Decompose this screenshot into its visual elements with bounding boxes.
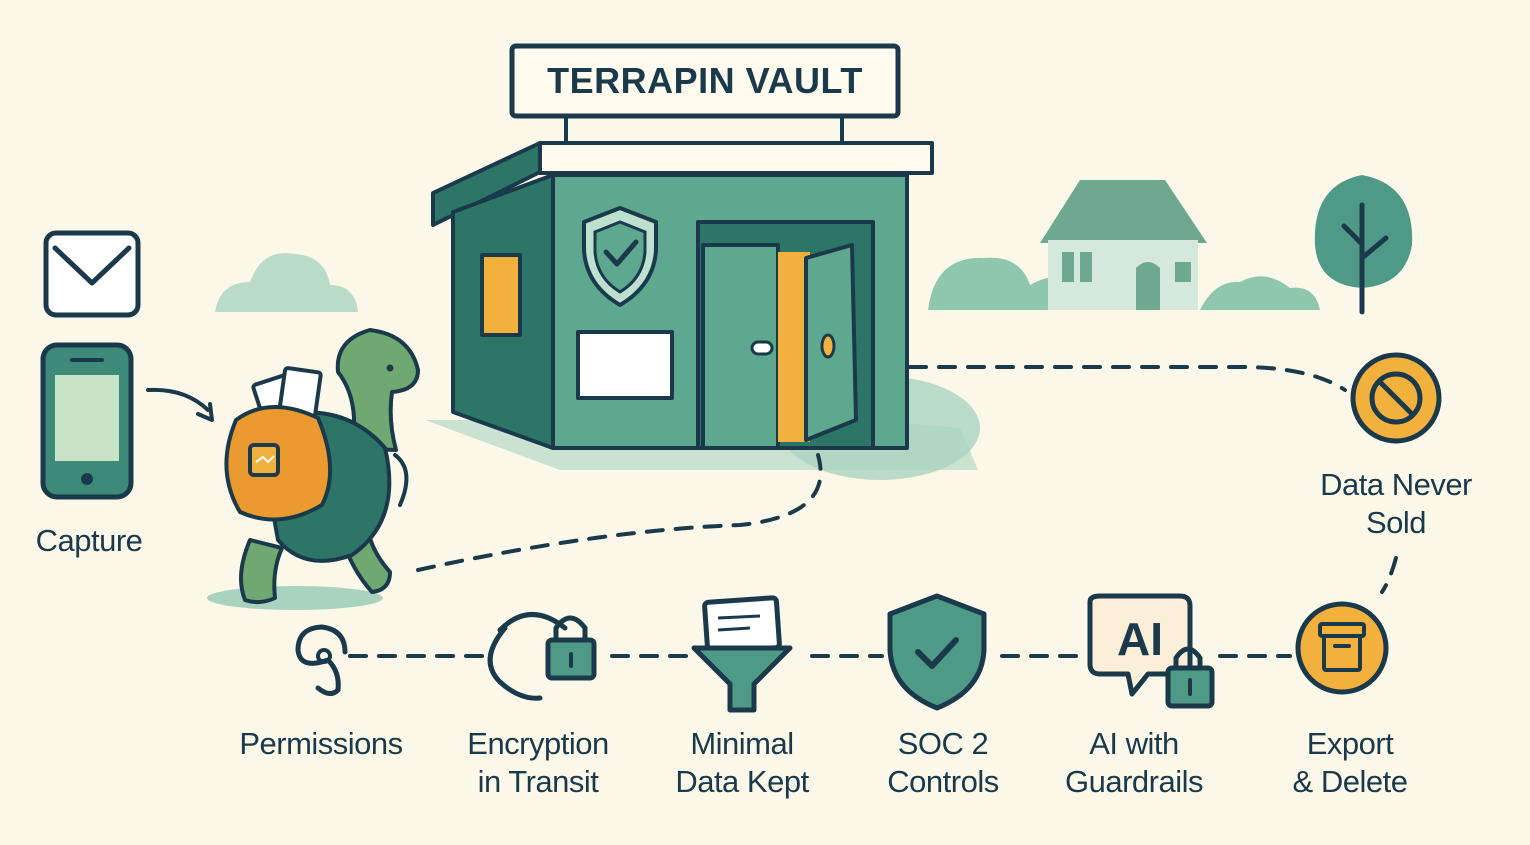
phone-icon <box>40 342 134 500</box>
hills-right <box>928 257 1320 310</box>
house-icon <box>1040 180 1207 310</box>
arrow-head <box>196 402 214 422</box>
cloud-left <box>215 253 358 312</box>
vault-sign <box>509 43 901 119</box>
label-encryption: Encryption in Transit <box>467 726 609 799</box>
path-to-never-sold <box>908 365 1347 392</box>
path-capture-arrow <box>146 387 210 412</box>
turtle-mascot <box>207 328 420 610</box>
label-ai-guardrails: AI with Guardrails <box>1065 726 1204 799</box>
funnel-icon <box>691 595 793 713</box>
envelope-icon <box>43 230 141 318</box>
label-soc2: SOC 2 Controls <box>887 726 999 799</box>
ai-badge-text: AI <box>1117 613 1163 665</box>
label-export-delete: Export & Delete <box>1292 726 1408 799</box>
export-delete-icon <box>1295 601 1389 695</box>
label-data-never-sold: Data Never Sold <box>1320 467 1472 540</box>
label-capture: Capture <box>35 523 143 558</box>
tree-icon <box>1314 175 1413 315</box>
label-minimal-data: Minimal Data Kept <box>675 726 809 799</box>
path-to-export <box>1380 556 1398 594</box>
encryption-lock-icon <box>487 612 597 701</box>
vault-building <box>431 43 934 450</box>
vault-sign-title: TERRAPIN VAULT <box>547 60 863 101</box>
label-permissions: Permissions <box>239 726 403 761</box>
soc2-shield-icon <box>887 593 987 711</box>
ai-chat-lock-icon <box>1087 593 1215 709</box>
never-sold-icon <box>1350 352 1442 444</box>
path-to-vault <box>416 453 823 572</box>
permissions-icon <box>295 624 348 696</box>
